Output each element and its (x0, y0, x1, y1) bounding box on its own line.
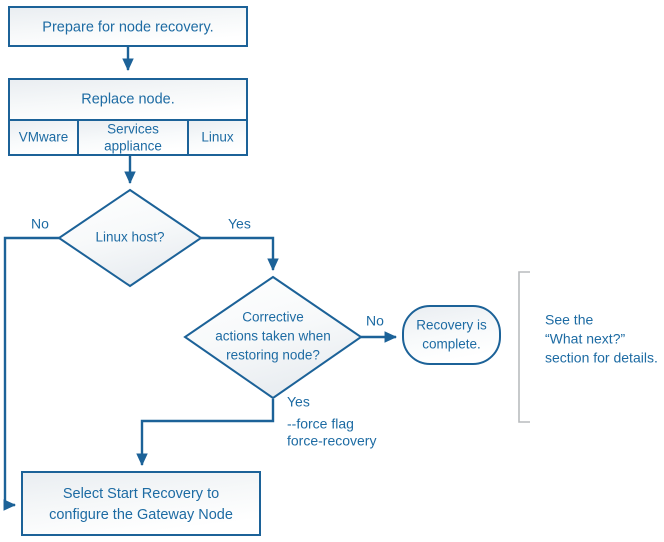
edge-linux-host-no (3, 236, 60, 511)
node-replace-node[interactable]: Replace node. VMware Services appliance … (8, 78, 248, 156)
replace-cell-services-appliance[interactable] (77, 119, 189, 156)
replace-box[interactable] (8, 78, 248, 121)
edge-label-linux-host-no: No (31, 216, 49, 232)
connectors (3, 46, 397, 511)
linux-host-diamond[interactable] (57, 188, 203, 288)
edge-corrective-yes (136, 399, 275, 466)
edge-label-linux-host-yes: Yes (228, 216, 251, 232)
edge-labels: No Yes No Yes --force flag force-recover… (31, 216, 384, 449)
edge-label-corrective-yes: Yes (287, 394, 310, 410)
replace-label: Replace node. (81, 91, 175, 107)
replace-cell-services-appliance-label-line2: appliance (104, 139, 162, 154)
edge-label-corrective-no: No (366, 313, 384, 329)
node-select-start-recovery[interactable]: Select Start Recovery to configure the G… (21, 471, 261, 536)
prepare-box[interactable] (8, 6, 248, 47)
annotation-line2: “What next?” (545, 331, 625, 347)
replace-cell-linux[interactable] (187, 119, 248, 156)
corrective-actions-diamond[interactable] (183, 275, 363, 400)
node-prepare-for-node-recovery[interactable]: Prepare for node recovery. (8, 6, 248, 47)
corrective-actions-label-line1: Corrective (242, 310, 304, 325)
recovery-complete-label-line1: Recovery is (416, 318, 487, 333)
corrective-actions-label-line2: actions taken when (215, 329, 331, 344)
start-recovery-box[interactable] (21, 471, 261, 536)
replace-cell-vmware-label: VMware (19, 130, 69, 145)
annotation-line1: See the (545, 312, 593, 328)
annotation-line3: section for details. (545, 350, 658, 366)
linux-host-label: Linux host? (95, 230, 164, 245)
what-next-annotation: See the “What next?” section for details… (518, 271, 658, 423)
node-corrective-actions-decision[interactable]: Corrective actions taken when restoring … (183, 275, 363, 400)
edge-linux-host-yes (201, 236, 279, 271)
replace-cell-services-appliance-label-line1: Services (107, 122, 159, 137)
edge-label-force-flag: --force flag (287, 416, 354, 432)
annotation-bracket (518, 271, 530, 423)
recovery-complete-shape[interactable] (402, 305, 501, 365)
corrective-actions-label-line3: restoring node? (226, 348, 320, 363)
replace-cell-linux-label: Linux (201, 130, 234, 145)
start-recovery-label-line2: configure the Gateway Node (49, 507, 233, 523)
start-recovery-label-line1: Select Start Recovery to (63, 486, 219, 502)
node-recovery-complete[interactable]: Recovery is complete. (402, 305, 501, 365)
node-linux-host-decision[interactable]: Linux host? (57, 188, 203, 288)
recovery-complete-label-line2: complete. (422, 337, 481, 352)
prepare-label: Prepare for node recovery. (42, 19, 213, 35)
edge-label-force-recovery: force-recovery (287, 433, 376, 449)
